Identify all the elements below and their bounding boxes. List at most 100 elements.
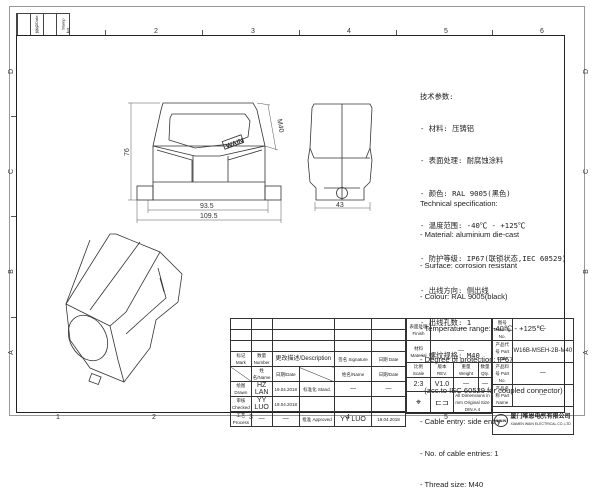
spec-en-item: - Colour: RAL 9005(black) <box>420 292 508 302</box>
zone-col-6: 6 <box>540 28 544 35</box>
zone-row-c: C <box>8 168 16 175</box>
mark-header: 标记 Mark <box>230 351 252 367</box>
name-label-2: 姓名/Name <box>334 366 372 382</box>
stand-date: — <box>371 381 406 397</box>
spec-cn-item: - 温度范围: -40℃ - +125℃ <box>420 221 526 231</box>
zone-row-a: A <box>7 350 15 355</box>
stand-label: 标准化 Stand. <box>298 381 336 397</box>
zone-col-4: 4 <box>347 28 351 35</box>
rev-label: 版本 REV. <box>430 362 454 378</box>
process-name: — <box>250 411 273 427</box>
zone-col-5: 5 <box>444 28 448 35</box>
checked-name: YY LUO <box>250 396 273 412</box>
signature-header: 签名 Signature <box>334 351 372 367</box>
inner-width-dimension: 93.5 <box>200 203 214 210</box>
date-label: 日期/Date <box>271 366 300 382</box>
drawn-name: HZ LAN <box>250 381 273 397</box>
part-name-value: — <box>511 384 575 407</box>
scale-value: 2:3 <box>406 377 431 392</box>
cone-symbol-icon: ⊏⊐ <box>430 391 454 414</box>
company-cell: WAIN 厦门唯恩电气有限公司 XIAMEN WAIN ELECTRICAL C… <box>491 406 575 435</box>
spec-en-item: - Thread size: M40 <box>420 479 484 489</box>
part-code-label: 产品代号 Part Code <box>492 340 513 363</box>
tick <box>11 116 16 117</box>
spec-cn-title: 技术参数: <box>420 91 454 101</box>
date-header: 日期 Date <box>371 351 406 367</box>
process-label: 工艺 Process <box>230 411 252 427</box>
checked-label: 审核 Checked <box>230 396 252 412</box>
tick <box>396 30 397 35</box>
weight-value: — <box>453 377 479 392</box>
tick <box>202 30 203 35</box>
part-no-label: 产品料号 Part No. <box>492 362 513 385</box>
date-label-2: 日期/Date <box>371 366 406 382</box>
checked-date: 19.04.2018 <box>271 396 300 412</box>
spec-cn-item: - 颜色: RAL 9005(黑色) <box>420 188 511 198</box>
company-name-cn: 厦门唯恩电气有限公司 <box>510 413 571 420</box>
material-value: — <box>430 340 492 363</box>
dimension-note: All Dimensions in mm Original Size DIN A… <box>453 391 492 414</box>
zone-row-b-right: B <box>582 269 590 274</box>
spec-cn-item: - 出线方向: 侧出线 <box>420 285 489 295</box>
drawing-no-label: 图号 Drawing No. <box>492 318 513 341</box>
qty-value: — <box>478 377 492 392</box>
zone-row-a-right: A <box>582 350 590 355</box>
thread-dimension: M40 <box>275 118 284 133</box>
zone-col-1: 1 <box>66 28 70 35</box>
tick <box>105 30 106 35</box>
description-header: 更改描述/Description <box>271 351 336 367</box>
name-label: 姓名/Name <box>250 366 273 382</box>
zone-row-d-right: D <box>583 68 591 75</box>
isometric-view-drawing <box>65 233 183 385</box>
spec-en-item: - Surface: corrosion resistant <box>420 261 518 271</box>
spec-en-item: - No. of cable entries: 1 <box>420 448 499 458</box>
part-no-value: — <box>511 362 575 385</box>
drawn-label: 绘图 Drawn <box>230 381 252 397</box>
company-logo-icon: WAIN <box>494 414 509 427</box>
approved-label: 批准 Approved <box>298 411 336 427</box>
approved-name: YY LUO <box>334 411 372 427</box>
zone-col-5-bottom: 5 <box>444 414 448 421</box>
zone-col-3: 3 <box>251 28 255 35</box>
material-label: 材料 Material <box>406 340 431 363</box>
side-view-drawing: 43 <box>307 103 373 211</box>
finish-label: 表面处理 Finish <box>406 318 431 341</box>
zone-col-2-bottom: 2 <box>152 414 156 421</box>
corner-cell <box>17 14 30 35</box>
corner-cell <box>43 14 56 35</box>
zone-col-2: 2 <box>154 28 158 35</box>
part-info-table: 图号 Drawing No. — 产品代号 Part Code W16B-MSE… <box>491 318 575 435</box>
tick <box>299 30 300 35</box>
material-table: 表面处理 Finish — 材料 Material — 比例 Scale 版本 … <box>406 318 492 414</box>
front-view-drawing: WAIN 76 93.5 109.5 M40 <box>124 102 285 223</box>
scale-label: 比例 Scale <box>406 362 431 378</box>
finish-value: — <box>430 318 492 341</box>
zone-col-1-bottom: 1 <box>56 414 60 421</box>
tick <box>492 30 493 35</box>
number-header: 数量 Number <box>250 351 273 367</box>
company-name-en: XIAMEN WAIN ELECTRICAL CO.,LTD <box>510 421 571 426</box>
process-date: — <box>271 411 300 427</box>
zone-row-c-right: C <box>583 168 591 175</box>
part-name-label: 产品名称 Part Name <box>492 384 513 407</box>
tick <box>11 317 16 318</box>
approved-date: 19.04.2018 <box>371 411 406 427</box>
stand-name: — <box>334 381 372 397</box>
corner-cell-date: 签名/Date <box>30 14 43 35</box>
spec-en-item: - Material: aluminium die-cast <box>420 230 520 240</box>
qty-label: 数量 Qty. <box>478 362 492 378</box>
rev-value: V1.0 <box>430 377 454 392</box>
height-dimension: 76 <box>124 148 131 156</box>
corner-stamp-box: 签名/Date Stamp <box>16 13 70 35</box>
spec-en-title: Technical specification: <box>420 198 498 208</box>
projection-symbol-icon: ⌖ <box>406 391 431 414</box>
side-width-dimension: 43 <box>336 202 344 209</box>
weight-label: 重量 Weight <box>453 362 479 378</box>
zone-row-b: B <box>7 269 15 274</box>
spec-cn-item: - 表面处理: 耐腐蚀涂料 <box>420 156 504 166</box>
revision-table: 标记 Mark 数量 Number 更改描述/Description 签名 Si… <box>230 318 406 427</box>
zone-row-d: D <box>8 68 16 75</box>
outer-width-dimension: 109.5 <box>200 213 218 220</box>
part-code-value: W16B-MSEH-2B-M40 <box>511 340 575 363</box>
spec-cn-item: - 材料: 压铸铝 <box>420 123 475 133</box>
